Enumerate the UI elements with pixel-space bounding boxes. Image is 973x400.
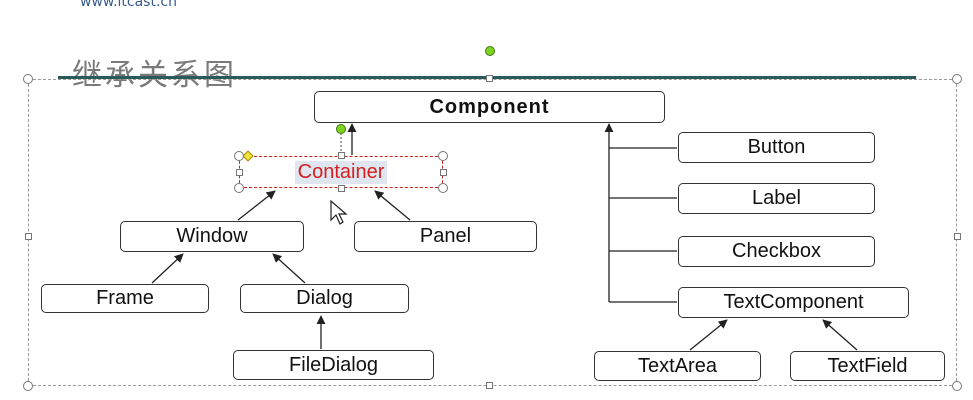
group-handle-mid-right[interactable] [954, 233, 961, 240]
slide-title: 继承关系图 [72, 58, 237, 94]
node-component-label: Component [429, 95, 550, 118]
container-handle-bottom-left[interactable] [234, 183, 244, 193]
node-textfield[interactable]: TextField [790, 351, 945, 381]
container-rotate-handle[interactable] [336, 124, 346, 134]
node-textfield-label: TextField [827, 354, 908, 377]
node-window-label: Window [176, 225, 248, 247]
node-container-label: Container [294, 160, 388, 184]
node-filedialog-label: FileDialog [289, 353, 378, 376]
site-url: www.itcast.cn [80, 0, 177, 10]
edge-frame-window [151, 253, 184, 284]
node-textcomponent[interactable]: TextComponent [678, 287, 909, 318]
mouse-pointer-icon [330, 200, 348, 225]
group-handle-bottom-right[interactable] [952, 381, 962, 391]
container-handle-mid-left[interactable] [236, 169, 243, 176]
container-handle-bottom-right[interactable] [438, 183, 448, 193]
node-frame-label: Frame [96, 287, 154, 309]
edge-panel-container [374, 190, 411, 221]
node-component[interactable]: Component [314, 91, 665, 123]
group-handle-top-right[interactable] [952, 74, 962, 84]
edge-textfield-textcomponent [822, 319, 858, 351]
group-handle-top-left[interactable] [23, 74, 33, 84]
edge-textarea-textcomponent [689, 319, 728, 351]
group-rotate-handle[interactable] [485, 46, 495, 56]
node-textarea-label: TextArea [638, 354, 717, 377]
node-checkbox[interactable]: Checkbox [678, 236, 875, 267]
node-dialog-label: Dialog [296, 287, 353, 309]
node-filedialog[interactable]: FileDialog [233, 350, 434, 380]
node-window[interactable]: Window [120, 221, 304, 252]
node-label[interactable]: Label [678, 183, 875, 214]
node-button-label: Button [747, 136, 806, 158]
group-handle-bottom-center[interactable] [486, 382, 493, 389]
node-label-label: Label [752, 187, 801, 209]
edge-window-container [237, 190, 276, 221]
node-panel-label: Panel [419, 225, 472, 247]
node-checkbox-label: Checkbox [732, 240, 821, 262]
node-panel[interactable]: Panel [354, 221, 537, 252]
container-handle-top-center[interactable] [338, 152, 345, 159]
container-handle-bottom-center[interactable] [338, 185, 345, 192]
node-textarea[interactable]: TextArea [594, 351, 761, 381]
node-button[interactable]: Button [678, 132, 875, 163]
container-handle-top-left[interactable] [234, 151, 244, 161]
container-handle-top-right[interactable] [438, 151, 448, 161]
node-dialog[interactable]: Dialog [240, 284, 409, 313]
edge-dialog-window [272, 253, 306, 284]
container-handle-mid-right[interactable] [440, 169, 447, 176]
node-container[interactable]: Container [239, 156, 443, 188]
node-textcomponent-label: TextComponent [723, 291, 864, 313]
node-frame[interactable]: Frame [41, 284, 209, 313]
group-handle-bottom-left[interactable] [23, 381, 33, 391]
group-handle-top-center[interactable] [486, 75, 493, 82]
group-handle-mid-left[interactable] [25, 233, 32, 240]
